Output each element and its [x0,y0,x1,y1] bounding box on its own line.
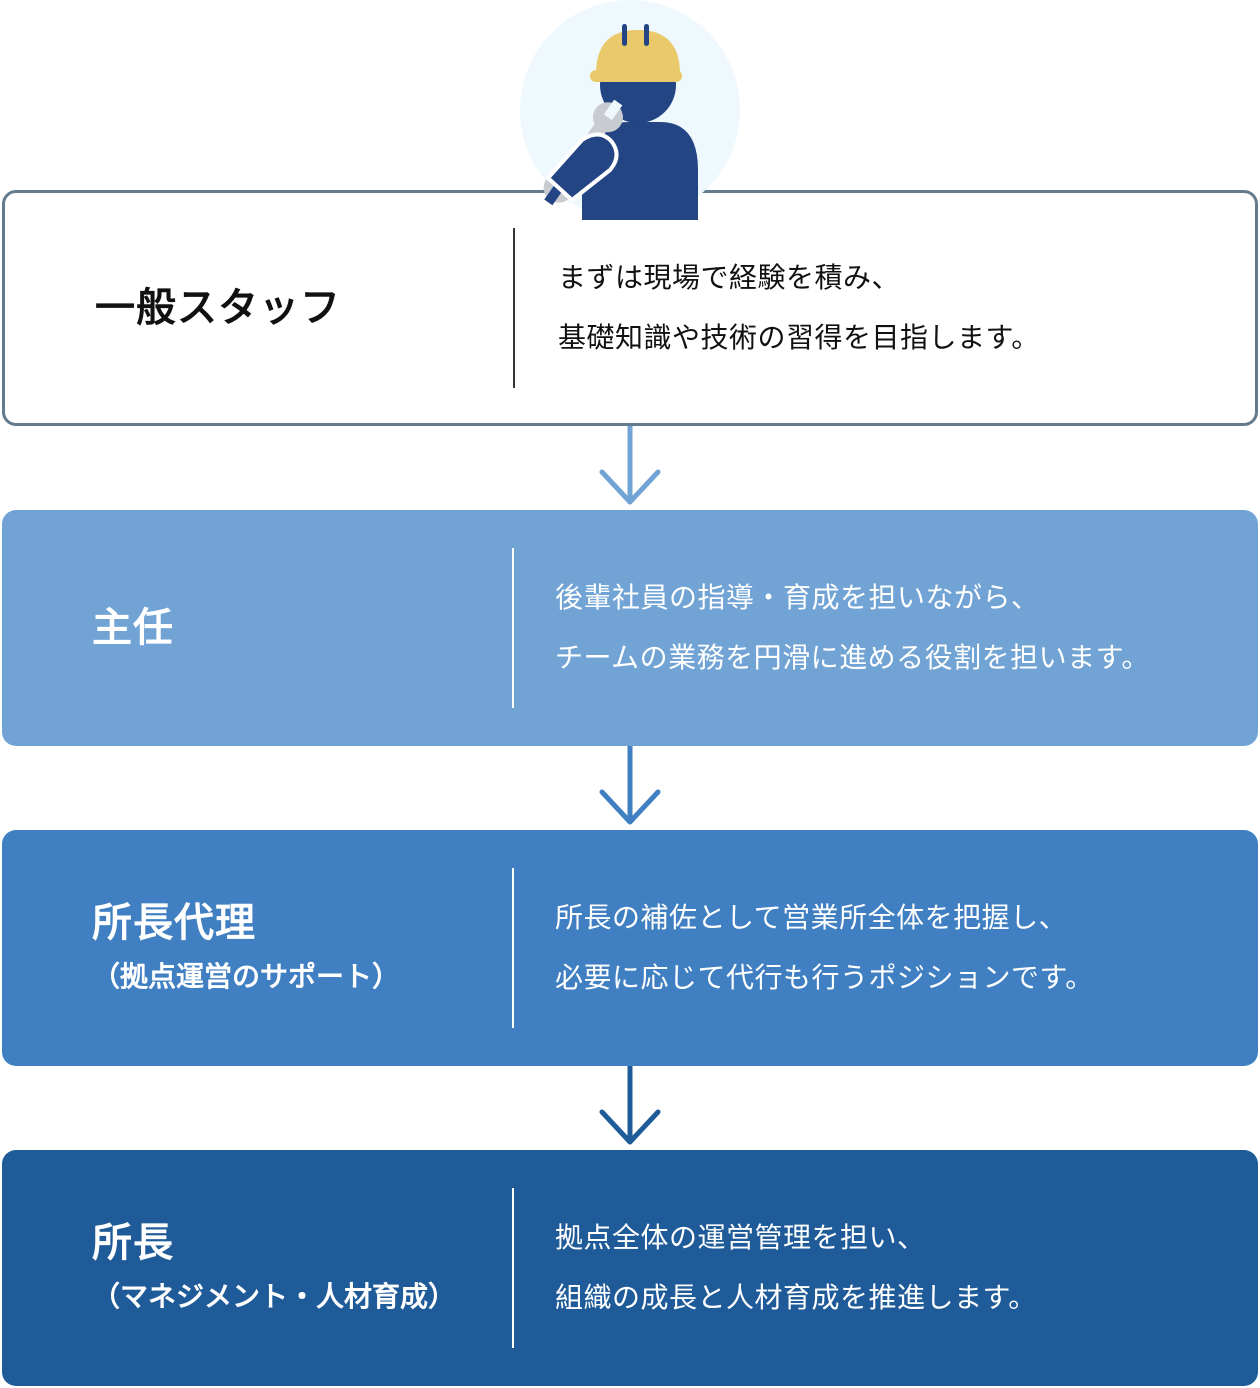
stage-divider [512,868,514,1028]
stage-chief: 主任 後輩社員の指導・育成を担いながら、 チームの業務を円滑に進める役割を担いま… [2,510,1258,746]
stage-title-area: 一般スタッフ [95,193,495,423]
stage-description-line: 後輩社員の指導・育成を担いながら、 [555,581,1040,614]
stage-title: 主任 [92,605,174,651]
stage-description: 所長の補佐として営業所全体を把握し、 必要に応じて代行も行うポジションです。 [555,830,1238,1066]
arrow-down-icon [599,746,661,825]
arrow-down-icon [599,1066,661,1145]
stage-description: まずは現場で経験を積み、 基礎知識や技術の習得を目指します。 [558,193,1235,423]
stage-deputy-manager: 所長代理 （拠点運営のサポート） 所長の補佐として営業所全体を把握し、 必要に応… [2,830,1258,1066]
stage-description-line: まずは現場で経験を積み、 [558,261,901,294]
stage-manager: 所長 （マネジメント・人材育成） 拠点全体の運営管理を担い、 組織の成長と人材育… [2,1150,1258,1386]
stage-description: 後輩社員の指導・育成を担いながら、 チームの業務を円滑に進める役割を担います。 [555,510,1238,746]
stage-description-line: 拠点全体の運営管理を担い、 [555,1221,926,1254]
stage-title: 所長代理 [92,900,256,946]
stage-title-area: 主任 [92,510,492,746]
stage-description-line: 組織の成長と人材育成を推進します。 [555,1281,1037,1314]
stage-description-line: 基礎知識や技術の習得を目指します。 [558,321,1040,354]
stage-divider [512,1188,514,1348]
stage-divider [513,228,515,388]
stage-title: 一般スタッフ [95,285,341,331]
stage-description-line: 所長の補佐として営業所全体を把握し、 [555,901,1068,934]
stage-subtitle: （拠点運営のサポート） [92,960,401,993]
stage-description: 拠点全体の運営管理を担い、 組織の成長と人材育成を推進します。 [555,1150,1238,1386]
stage-divider [512,548,514,708]
stage-description-line: 必要に応じて代行も行うポジションです。 [555,961,1094,994]
arrow-down-icon [599,426,661,505]
stage-general-staff: 一般スタッフ まずは現場で経験を積み、 基礎知識や技術の習得を目指します。 [2,190,1258,426]
stage-title-area: 所長代理 （拠点運営のサポート） [92,830,492,1066]
stage-title: 所長 [92,1220,174,1266]
construction-worker-icon [520,0,740,220]
stage-subtitle: （マネジメント・人材育成） [92,1280,457,1313]
stage-title-area: 所長 （マネジメント・人材育成） [92,1150,492,1386]
stage-description-line: チームの業務を円滑に進める役割を担います。 [555,641,1150,674]
